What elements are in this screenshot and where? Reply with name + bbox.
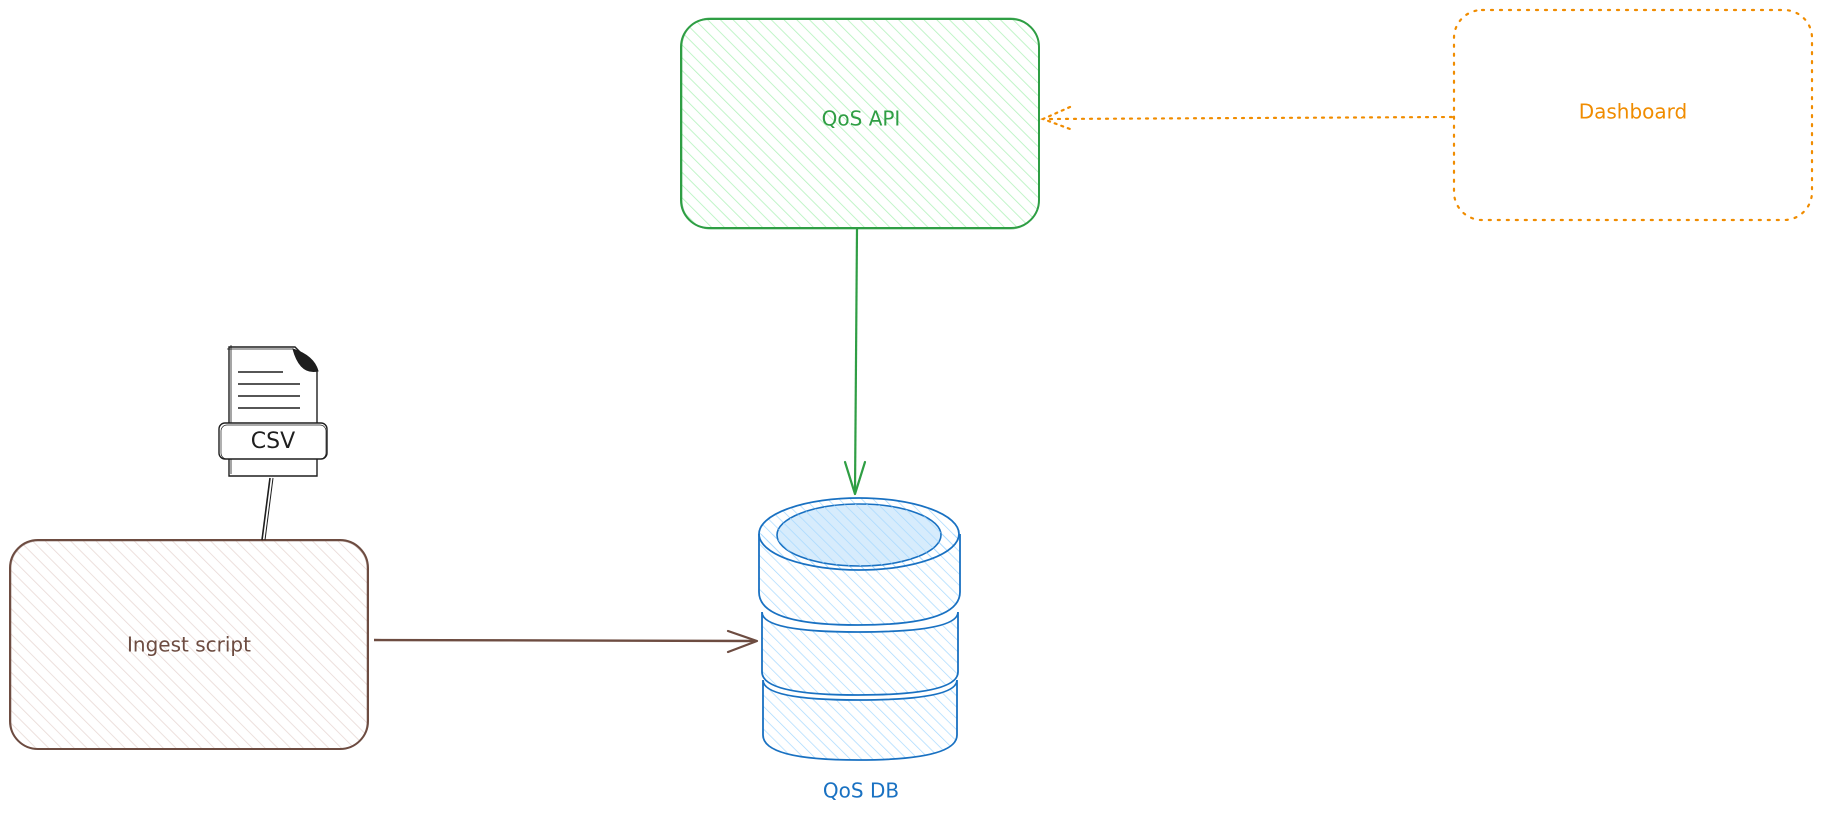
qos-db-label: QoS DB — [823, 779, 899, 803]
ingest-script-node[interactable]: Ingest script — [9, 539, 369, 750]
csv-file-label: CSV — [251, 429, 295, 454]
csv-file-icon[interactable]: CSV — [218, 345, 328, 477]
edge-api-to-db — [843, 228, 867, 496]
qos-db-node[interactable]: QoS DB — [758, 497, 961, 803]
qos-api-node[interactable]: QoS API — [680, 17, 1040, 230]
edge-dashboard-to-api — [1040, 105, 1454, 131]
ingest-script-label: Ingest script — [127, 633, 251, 657]
dashboard-node[interactable]: Dashboard — [1452, 8, 1814, 222]
dashboard-label: Dashboard — [1579, 100, 1688, 124]
edge-csv-to-ingest — [261, 477, 274, 541]
qos-api-label: QoS API — [822, 107, 901, 131]
edge-ingest-to-db — [373, 629, 759, 654]
